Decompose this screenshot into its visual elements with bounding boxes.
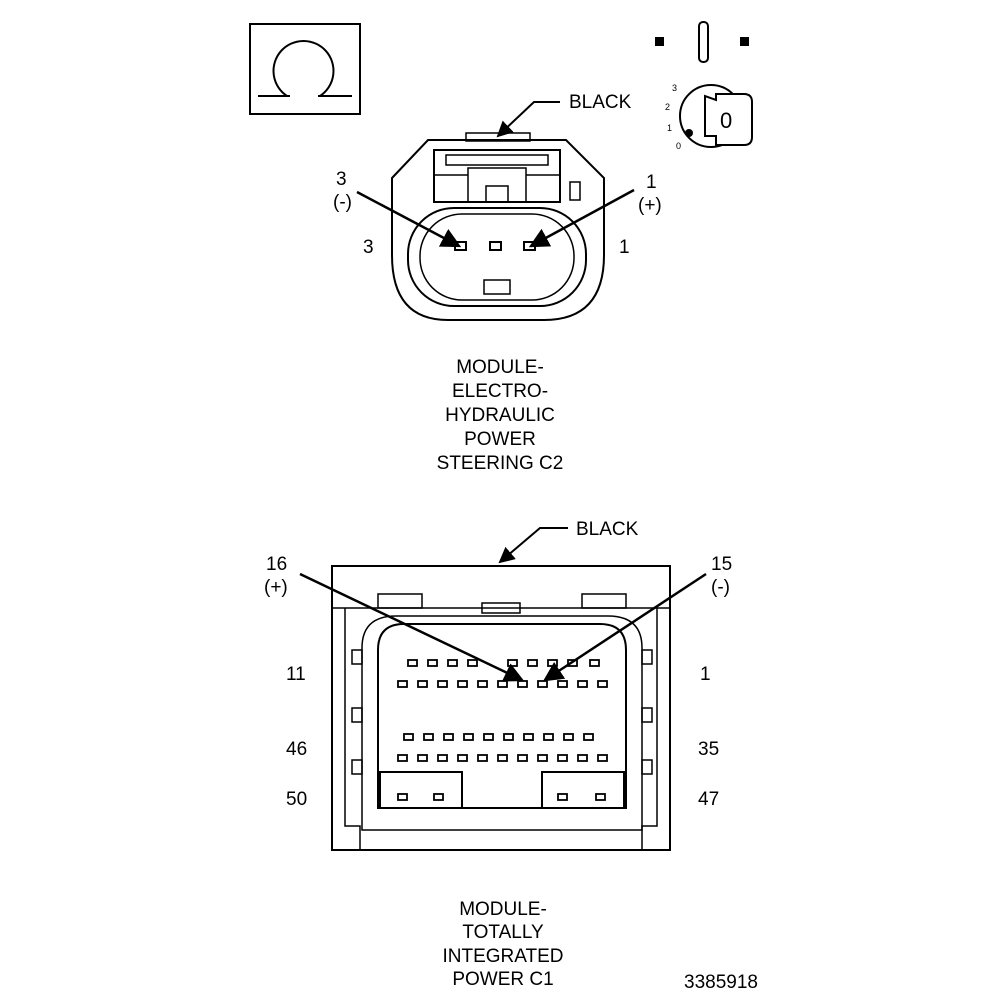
c1-pin-r2-c9 bbox=[557, 680, 568, 688]
c1-pin-r4-c7 bbox=[517, 754, 528, 762]
ignition-off-icon: 3 2 1 0 0 bbox=[655, 21, 753, 151]
c1-pin-r3-c9 bbox=[563, 733, 574, 741]
key-label: 0 bbox=[720, 108, 732, 133]
c2-pin-2 bbox=[489, 241, 502, 251]
c1-pin-r1-c9 bbox=[589, 659, 600, 667]
c1-pin-r5-c2 bbox=[433, 793, 444, 801]
c1-pin-r3-c10 bbox=[583, 733, 594, 741]
c1-pin-r1-c6 bbox=[527, 659, 538, 667]
c1-pin-r2-c10 bbox=[577, 680, 588, 688]
c1-pin-r4-c2 bbox=[417, 754, 428, 762]
c1-pin-r2-c6 bbox=[497, 680, 508, 688]
c1-caption-line-3: INTEGRATED bbox=[442, 946, 563, 967]
c1-pin-r4-c10 bbox=[577, 754, 588, 762]
c1-pin-r2-c2 bbox=[417, 680, 428, 688]
c2-caption-line-4: POWER bbox=[464, 429, 536, 450]
c1-color-label: BLACK bbox=[576, 519, 639, 540]
c1-pin-r2-c8 bbox=[537, 680, 548, 688]
c1-row-label-left-3: 50 bbox=[286, 789, 307, 810]
c1-pin-r4-c9 bbox=[557, 754, 568, 762]
c1-pin-r4-c1 bbox=[397, 754, 408, 762]
c2-caption-line-2: ELECTRO- bbox=[452, 381, 548, 402]
c1-pin-r5-c1 bbox=[397, 793, 408, 801]
key-position-0: 0 bbox=[676, 141, 681, 151]
c1-pin-r4-c11 bbox=[597, 754, 608, 762]
c1-pin-r3-c5 bbox=[483, 733, 494, 741]
c1-pin-r4-c5 bbox=[477, 754, 488, 762]
c1-pin-r3-c8 bbox=[543, 733, 554, 741]
c1-pin-r2-c7 bbox=[517, 680, 528, 688]
c1-pin-r5-c3 bbox=[557, 793, 568, 801]
connector-c1 bbox=[299, 527, 707, 851]
c1-pin-r4-c8 bbox=[537, 754, 548, 762]
c1-row-label-right-2: 35 bbox=[698, 739, 719, 760]
c2-color-label: BLACK bbox=[569, 92, 632, 113]
c1-pin-r1-c2 bbox=[427, 659, 438, 667]
c2-caption: MODULE- ELECTRO- HYDRAULIC POWER STEERIN… bbox=[437, 357, 564, 474]
c2-callout-right-pin: 1 bbox=[646, 172, 657, 193]
c1-pin-r3-c4 bbox=[463, 733, 474, 741]
c1-row-label-left-2: 46 bbox=[286, 739, 307, 760]
c1-callout-left-polarity: (+) bbox=[264, 577, 288, 598]
c1-caption-line-1: MODULE- bbox=[459, 899, 547, 920]
c1-pin-r2-c3 bbox=[437, 680, 448, 688]
c2-caption-line-1: MODULE- bbox=[456, 357, 544, 378]
c1-caption: MODULE- TOTALLY INTEGRATED POWER C1 bbox=[442, 899, 563, 990]
c2-caption-line-5: STEERING C2 bbox=[437, 453, 564, 474]
c1-pin-r2-c11 bbox=[597, 680, 608, 688]
key-position-3: 3 bbox=[672, 83, 677, 93]
c1-pin-r1-c7 bbox=[547, 659, 558, 667]
c1-pin-r4-c4 bbox=[457, 754, 468, 762]
c1-callout-right-polarity: (-) bbox=[711, 577, 730, 598]
connector-c2 bbox=[356, 101, 635, 321]
key-position-2: 2 bbox=[665, 102, 670, 112]
c1-pin-r4-c3 bbox=[437, 754, 448, 762]
c1-row-label-right-3: 47 bbox=[698, 789, 719, 810]
c2-cavity-left-label: 3 bbox=[363, 237, 374, 258]
c2-callout-right-polarity: (+) bbox=[638, 195, 662, 216]
c1-pin-r1-c3 bbox=[447, 659, 458, 667]
c1-pin-r3-c1 bbox=[403, 733, 414, 741]
c2-callout-left-pin: 3 bbox=[336, 169, 347, 190]
ohmmeter-icon bbox=[249, 23, 361, 115]
c1-row-label-right-1: 1 bbox=[700, 664, 711, 685]
key-position-1: 1 bbox=[667, 123, 672, 133]
c2-cavity-right-label: 1 bbox=[619, 237, 630, 258]
c1-caption-line-2: TOTALLY bbox=[462, 922, 544, 943]
c1-pin-r1-c1 bbox=[407, 659, 418, 667]
c1-pin-r4-c6 bbox=[497, 754, 508, 762]
c1-pin-array bbox=[397, 659, 608, 801]
c1-pin-r1-c8 bbox=[567, 659, 578, 667]
c1-pin-r2-c1 bbox=[397, 680, 408, 688]
c1-pin-r3-c3 bbox=[443, 733, 454, 741]
c1-pin-r2-c5 bbox=[477, 680, 488, 688]
c1-pin-r3-c7 bbox=[523, 733, 534, 741]
c1-pin-r3-c2 bbox=[423, 733, 434, 741]
c1-pin-r1-c5 bbox=[507, 659, 518, 667]
c1-pin-r5-c4 bbox=[595, 793, 606, 801]
c1-pin-r3-c6 bbox=[503, 733, 514, 741]
c2-caption-line-3: HYDRAULIC bbox=[445, 405, 555, 426]
c1-pin-r1-c4 bbox=[467, 659, 478, 667]
c1-row-label-left-1: 11 bbox=[286, 664, 306, 685]
figure-id: 3385918 bbox=[684, 972, 758, 993]
c2-callout-left-polarity: (-) bbox=[333, 192, 352, 213]
c1-caption-line-4: POWER C1 bbox=[452, 969, 553, 990]
c1-callout-right-pin: 15 bbox=[711, 554, 732, 575]
c1-pin-r2-c4 bbox=[457, 680, 468, 688]
c1-callout-left-pin: 16 bbox=[266, 554, 287, 575]
